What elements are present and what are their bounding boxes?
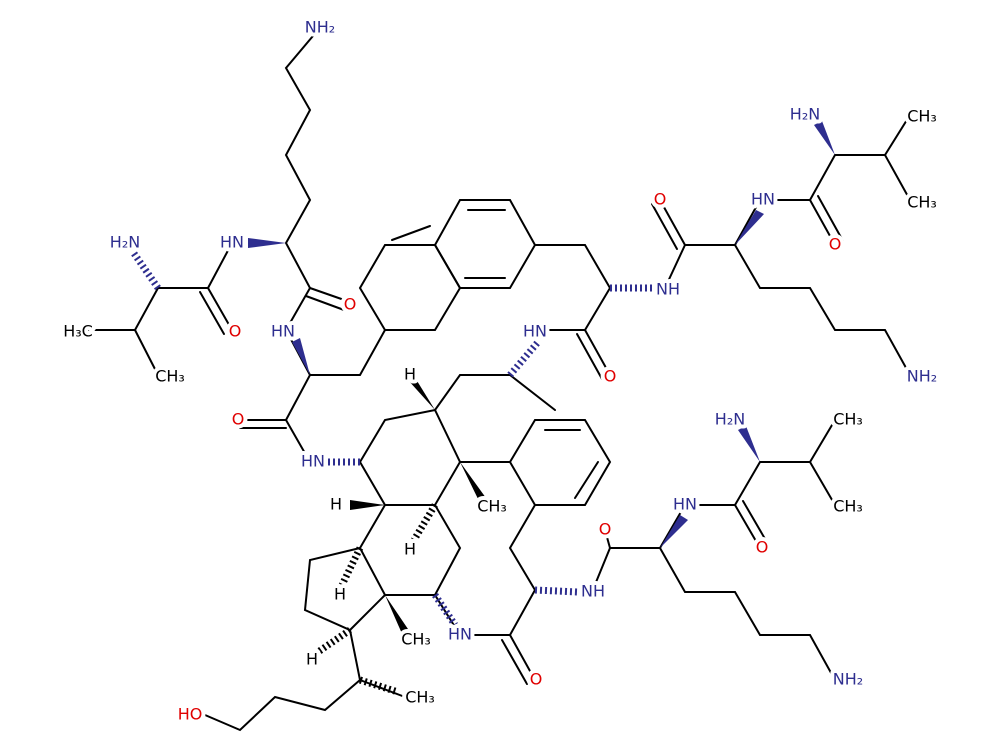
methyl-label: CH₃	[907, 193, 937, 212]
hydrogen-label: H	[404, 540, 416, 559]
amine-label: H₂N	[715, 410, 745, 429]
methyl-label: CH₃	[405, 688, 435, 707]
oxygen-label: O	[829, 235, 842, 254]
amide-nh-label: HN	[448, 625, 472, 644]
methyl-label: CH₃	[907, 107, 937, 126]
oxygen-label: O	[756, 538, 769, 557]
hydrogen-label: H	[330, 495, 342, 514]
bonds	[84, 29, 911, 732]
oxygen-label: O	[232, 410, 245, 429]
hydrogen-label: H	[334, 585, 346, 604]
oxygen-label: O	[599, 520, 612, 539]
methyl-label: CH₃	[833, 410, 863, 429]
amine-label: H₂N	[110, 233, 140, 252]
hydrogen-label: H	[404, 365, 416, 384]
methyl-label: CH₃	[155, 367, 185, 386]
methyl-label: CH₃	[833, 497, 863, 516]
amide-nh-label: HN	[301, 452, 325, 471]
oxygen-label: O	[530, 670, 543, 689]
amide-nh-label: NH	[581, 582, 605, 601]
methyl-label: CH₃	[477, 497, 507, 516]
stereo-bonds	[130, 121, 835, 696]
oxygen-label: O	[654, 190, 667, 209]
hydroxyl-label: HO	[178, 705, 203, 724]
amine-label: NH₂	[907, 367, 937, 386]
oxygen-label: O	[604, 367, 617, 386]
amide-nh-label: HN	[673, 495, 697, 514]
oxygen-label: O	[344, 295, 357, 314]
amine-label: NH₂	[833, 670, 863, 689]
methyl-label: H₃C	[63, 322, 93, 341]
amide-nh-label: HN	[523, 322, 547, 341]
hydrogen-label: H	[306, 650, 318, 669]
amide-nh-label: HN	[271, 322, 295, 341]
amide-nh-label: HN	[220, 233, 244, 252]
amine-label: H₂N	[790, 105, 820, 124]
atom-labels: NH₂ H₂N HN O H₃C CH₃ O HN O HN H H CH₃ H…	[59, 14, 941, 728]
methyl-label: CH₃	[401, 630, 431, 649]
amine-label: NH₂	[305, 18, 335, 37]
amide-nh-label: NH	[656, 280, 680, 299]
oxygen-label: O	[229, 322, 242, 341]
amide-nh-label: HN	[751, 190, 775, 209]
